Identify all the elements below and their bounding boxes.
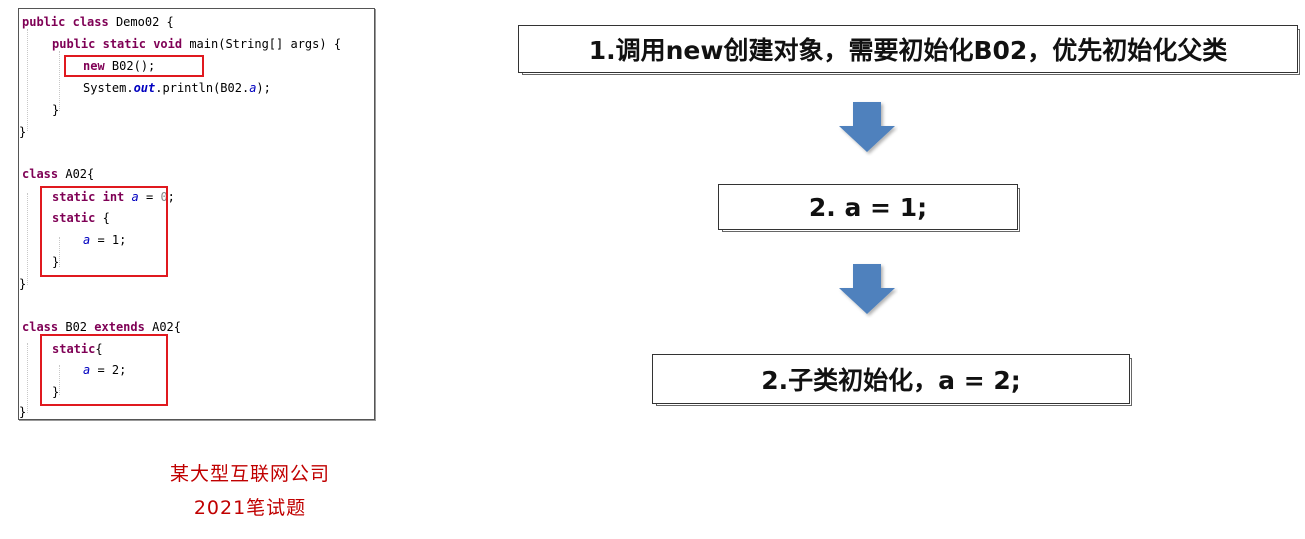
indent-guide <box>27 343 28 413</box>
code-line-brace: } <box>19 125 27 139</box>
flow-step-1: 1.调用new创建对象，需要初始化B02，优先初始化父类 <box>518 25 1300 75</box>
flow-step-3: 2.子类初始化，a = 2; <box>652 354 1132 406</box>
code-line-main: public static void main(String[] args) { <box>52 37 342 51</box>
flow-step-2: 2. a = 1; <box>718 184 1020 232</box>
code-panel: public class Demo02 { public static void… <box>18 8 375 420</box>
highlight-b02-static-init <box>40 334 168 406</box>
down-arrow-icon <box>839 102 895 152</box>
code-line-static-int-a: static int a = 0; <box>52 190 175 204</box>
code-line-a02-static-block: static { <box>52 211 110 225</box>
code-line-brace: } <box>52 385 60 399</box>
flow-step-1-text: 1.调用new创建对象，需要初始化B02，优先初始化父类 <box>588 36 1228 65</box>
down-arrow-icon <box>839 264 895 314</box>
code-line-class-a02: class A02{ <box>22 167 95 181</box>
indent-guide <box>59 365 60 395</box>
flow-step-2-text: 2. a = 1; <box>808 192 928 222</box>
caption-company: 某大型互联网公司 <box>169 463 330 485</box>
code-line-new-b02: new B02(); <box>83 59 156 73</box>
indent-guide <box>59 237 60 267</box>
caption-exam: 2021笔试题 <box>193 497 307 519</box>
code-line-demo-class: public class Demo02 { <box>22 15 174 29</box>
indent-guide <box>27 29 28 131</box>
code-line-a-equals-1: a = 1; <box>83 233 127 247</box>
indent-guide <box>27 193 28 285</box>
code-line-brace: } <box>52 255 60 269</box>
code-line-brace: } <box>52 103 60 117</box>
code-line-a-equals-2: a = 2; <box>83 363 127 377</box>
highlight-a02-static-init <box>40 186 168 277</box>
highlight-new-b02 <box>64 55 204 77</box>
code-line-class-b02: class B02 extends A02{ <box>22 320 181 334</box>
indent-guide <box>59 51 60 111</box>
flow-step-3-text: 2.子类初始化，a = 2; <box>761 366 1021 395</box>
code-line-brace: } <box>19 405 27 419</box>
code-line-brace: } <box>19 277 27 291</box>
code-line-b02-static-block: static{ <box>52 342 103 356</box>
code-line-println: System.out.println(B02.a); <box>83 81 271 95</box>
